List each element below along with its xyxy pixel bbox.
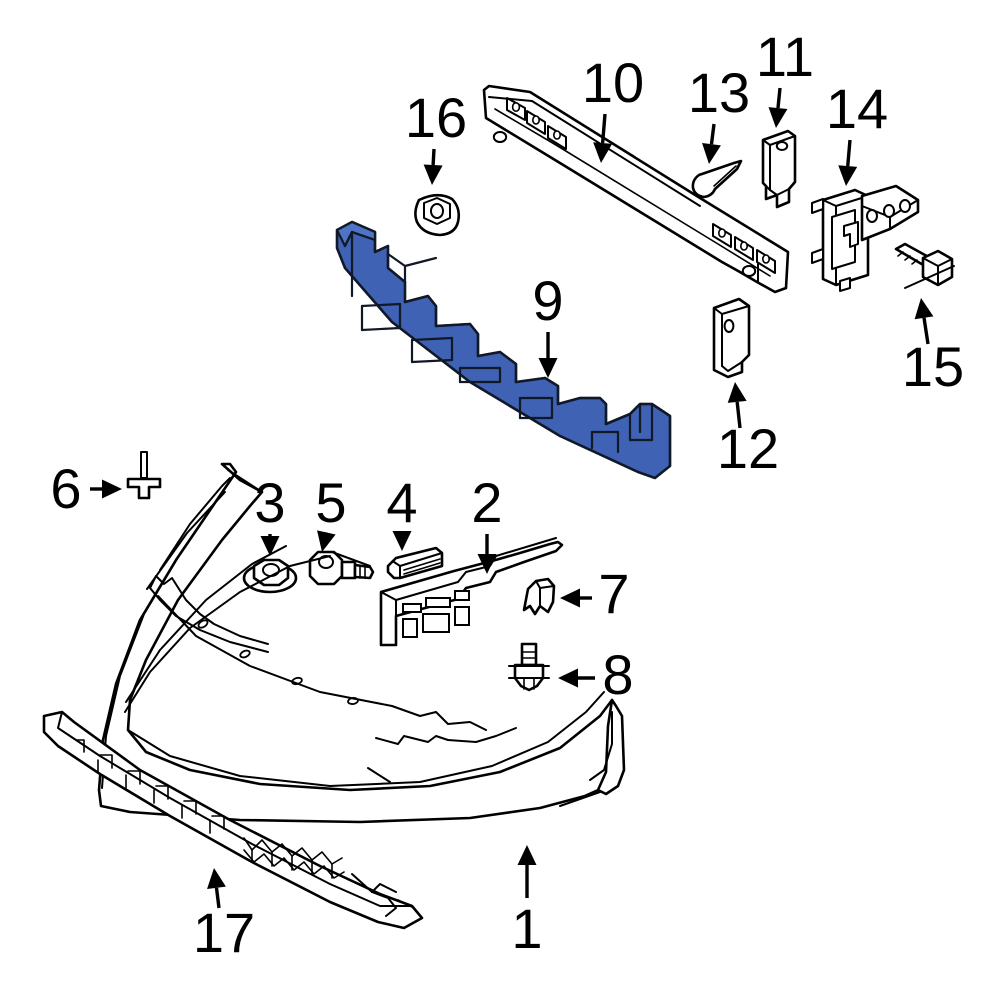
callout-number-7[interactable]: 7	[598, 562, 629, 625]
callout-13[interactable]: 13	[688, 61, 750, 164]
leader-line-10	[600, 113, 607, 144]
callout-number-2[interactable]: 2	[471, 471, 502, 534]
callout-number-8[interactable]: 8	[602, 643, 633, 706]
part-13-clip-pin	[691, 159, 743, 199]
arrow-head-14	[838, 165, 858, 186]
callout-number-6[interactable]: 6	[50, 457, 81, 520]
callout-5[interactable]: 5	[315, 471, 347, 552]
arrow-head-1	[517, 845, 537, 865]
callout-10[interactable]: 10	[582, 51, 644, 163]
callout-15[interactable]: 15	[902, 298, 964, 398]
arrow-head-12	[727, 382, 747, 403]
callout-number-14[interactable]: 14	[826, 77, 888, 140]
part-14-bumper-mounting-bracket	[811, 184, 920, 292]
arrow-head-16	[423, 164, 443, 185]
arrow-head-2	[477, 554, 497, 574]
callout-number-17[interactable]: 17	[193, 901, 255, 964]
callout-8[interactable]: 8	[558, 643, 634, 706]
part-16-hex-flange-nut	[414, 193, 461, 237]
part-9-rear-bumper-energy-absorber	[335, 220, 672, 480]
leader-line-17	[214, 887, 221, 909]
leader-line-15	[922, 317, 930, 345]
callout-2[interactable]: 2	[471, 471, 503, 574]
callout-16[interactable]: 16	[405, 86, 467, 185]
callout-14[interactable]: 14	[826, 77, 888, 186]
part-5-stepped-bolt	[308, 550, 375, 586]
leader-line-13	[709, 123, 716, 145]
callout-9[interactable]: 9	[532, 269, 564, 378]
callout-17[interactable]: 17	[193, 868, 255, 964]
part-8-collar-bolt	[508, 642, 550, 692]
part-7-bumper-side-guide	[522, 577, 556, 616]
callout-number-4[interactable]: 4	[386, 471, 417, 534]
arrow-head-6	[102, 479, 122, 499]
arrow-head-9	[538, 358, 558, 378]
arrow-head-7	[560, 588, 580, 608]
arrow-head-15	[914, 298, 934, 320]
callout-7[interactable]: 7	[560, 562, 630, 625]
part-12-impact-bar-stay	[712, 297, 751, 379]
callout-number-3[interactable]: 3	[254, 471, 285, 534]
arrow-head-10	[593, 142, 613, 163]
leader-line-16	[431, 148, 436, 166]
arrow-head-4	[392, 531, 412, 551]
callout-11[interactable]: 11	[756, 25, 814, 128]
callout-number-16[interactable]: 16	[405, 86, 467, 149]
arrow-head-11	[768, 107, 788, 128]
arrow-head-17	[207, 868, 226, 890]
part-4-cover-clip	[386, 546, 444, 580]
callout-3[interactable]: 3	[254, 471, 286, 556]
callout-number-10[interactable]: 10	[582, 51, 644, 114]
callout-number-1[interactable]: 1	[511, 897, 542, 960]
arrow-head-5	[317, 530, 336, 552]
arrow-head-8	[558, 668, 578, 688]
callout-number-15[interactable]: 15	[902, 335, 964, 398]
part-11-bumper-cover-bracket	[761, 129, 797, 209]
callout-number-11[interactable]: 11	[756, 25, 814, 88]
callout-12[interactable]: 12	[717, 382, 779, 480]
part-10-reinforcement-bar	[482, 84, 790, 294]
leader-line-11	[776, 87, 782, 109]
callout-4[interactable]: 4	[386, 471, 418, 551]
leader-line-14	[846, 139, 852, 167]
part-15-hex-flange-bolt	[894, 242, 955, 289]
callout-1[interactable]: 1	[511, 845, 543, 960]
arrow-head-13	[702, 142, 721, 164]
callout-number-9[interactable]: 9	[532, 269, 563, 332]
part-1-rear-bumper-cover	[97, 462, 626, 824]
callout-number-5[interactable]: 5	[315, 471, 346, 534]
leader-line-12	[735, 401, 742, 429]
callout-number-13[interactable]: 13	[688, 61, 750, 124]
part-17-lower-valance-deflector	[42, 710, 424, 930]
callout-number-12[interactable]: 12	[717, 417, 779, 480]
callout-6[interactable]: 6	[50, 457, 122, 520]
arrow-head-3	[260, 536, 280, 556]
part-6-push-pin-retainer	[126, 451, 162, 500]
